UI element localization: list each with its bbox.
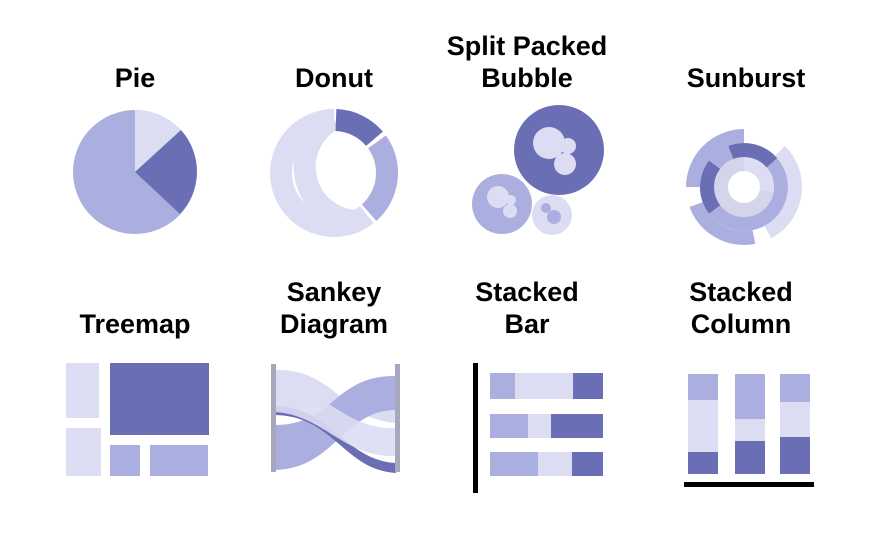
split-packed-bubble-icon [472, 105, 604, 235]
stacked-column-title-line2: Column [690, 309, 792, 339]
sunburst-title: Sunburst [686, 63, 806, 93]
sunburst-chart-icon [686, 129, 802, 245]
stacked-bar-tile: Stacked Bar [427, 270, 627, 500]
stacked-column-tile: Stacked Column [641, 270, 841, 500]
treemap-icon [66, 363, 209, 476]
sankey-title-line2: Diagram [279, 309, 389, 339]
stacked-bar-title-line1: Stacked [475, 277, 579, 307]
bubble-title-line2: Bubble [481, 63, 573, 93]
treemap-tile: Treemap [35, 290, 235, 510]
stacked-bar-title-line2: Bar [504, 309, 550, 339]
donut-title: Donut [295, 63, 373, 93]
sankey-diagram-icon [271, 364, 400, 473]
stacked-bar-chart-icon [473, 363, 603, 493]
sankey-title-line1: Sankey [286, 277, 382, 307]
sunburst-tile: Sunburst [646, 0, 846, 260]
pie-chart-icon [73, 109, 197, 234]
stacked-column-title-line1: Stacked [689, 277, 793, 307]
bubble-title-line1: Split Packed [446, 31, 608, 61]
treemap-title: Treemap [79, 309, 191, 339]
stacked-column-chart-icon [684, 374, 814, 487]
pie-chart-tile: Pie [35, 0, 235, 260]
donut-chart-tile: Donut [234, 0, 434, 260]
sankey-tile: Sankey Diagram [234, 270, 434, 490]
pie-title: Pie [114, 63, 156, 93]
donut-chart-icon [270, 109, 398, 237]
split-packed-bubble-tile: Split Packed Bubble [427, 0, 627, 260]
